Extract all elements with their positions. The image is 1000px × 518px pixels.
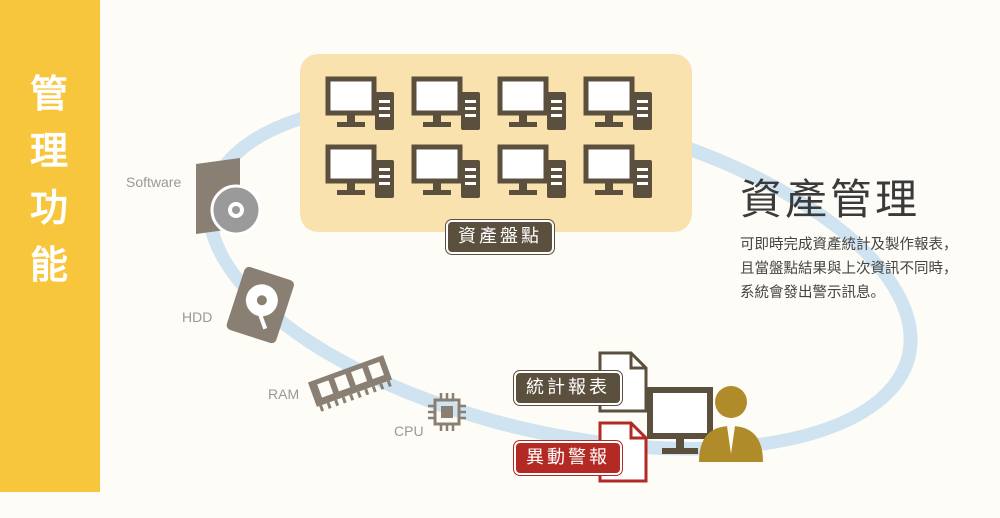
- computer-icon: [583, 144, 652, 198]
- cpu-label: CPU: [394, 423, 424, 439]
- sidebar: 管 理 功 能: [0, 0, 100, 492]
- computer-icon: [411, 144, 480, 198]
- alert-label: 異動警報: [514, 441, 622, 475]
- inventory-label: 資產盤點: [446, 220, 554, 254]
- sidebar-title-char: 管: [29, 72, 70, 116]
- software-label: Software: [126, 174, 182, 190]
- software-disc-icon: [196, 158, 262, 236]
- sidebar-title-char: 理: [29, 129, 70, 173]
- page-heading: 資產管理: [740, 175, 921, 224]
- sidebar-title-char: 能: [29, 243, 70, 287]
- sidebar-title-char: 功: [29, 186, 70, 230]
- hard-drive-icon: [226, 266, 294, 344]
- computer-icon: [583, 76, 652, 130]
- admin-monitor-icon: [647, 387, 713, 454]
- computer-icon: [411, 76, 480, 130]
- report-label: 統計報表: [514, 371, 622, 405]
- sidebar-title: 管 理 功 能: [0, 66, 100, 294]
- admin-user-icon: [699, 386, 763, 462]
- description: 可即時完成資產統計及製作報表， 且當盤點結果與上次資訊不同時， 系統會發出警示訊…: [740, 233, 1000, 305]
- hdd-label: HDD: [182, 309, 213, 325]
- computer-icon: [497, 76, 566, 130]
- cpu-chip-icon: [428, 393, 466, 431]
- description-line: 系統會發出警示訊息。: [740, 285, 885, 301]
- description-line: 且當盤點結果與上次資訊不同時，: [740, 261, 958, 277]
- diagram-canvas: 資產盤點 Software HDD RAM CPU: [100, 0, 1000, 518]
- memory-module-icon: [307, 355, 393, 412]
- computer-icon: [497, 144, 566, 198]
- description-line: 可即時完成資產統計及製作報表，: [740, 237, 958, 253]
- computer-icon: [325, 76, 394, 130]
- ram-label: RAM: [268, 386, 300, 402]
- computer-icon: [325, 144, 394, 198]
